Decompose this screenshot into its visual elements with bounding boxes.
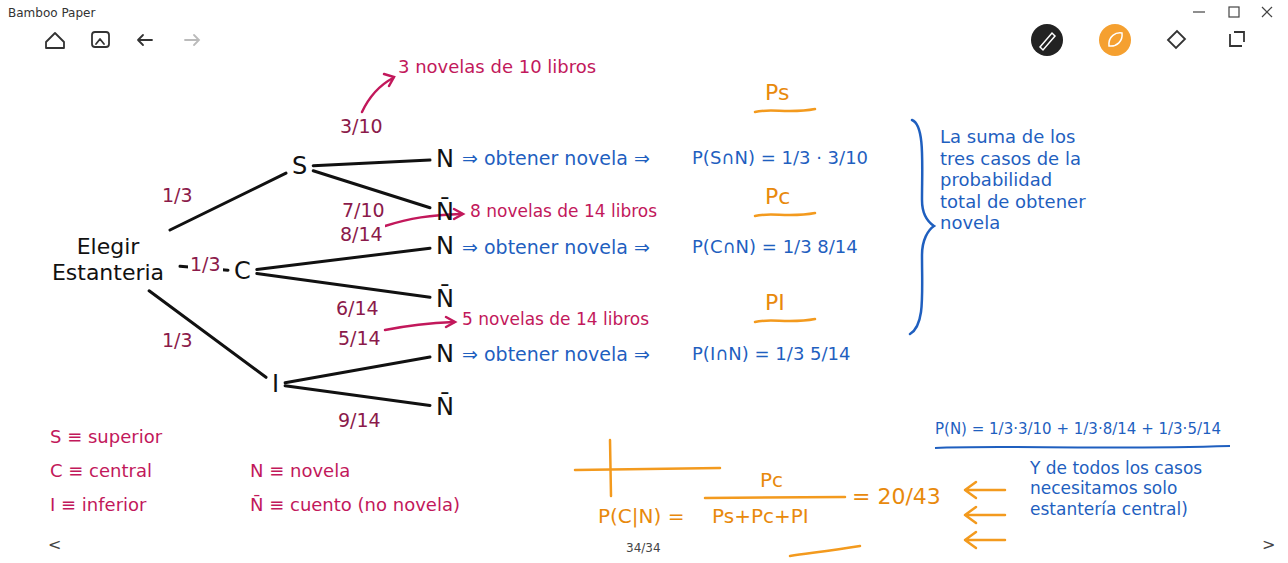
branch-probability: 5/14 (336, 328, 383, 349)
page-counter: 34/34 (626, 541, 661, 555)
blue-brace (910, 120, 934, 334)
pen-glyph (1040, 33, 1055, 50)
legend-definition: I ≡ inferior (50, 494, 146, 516)
tree-node: I (268, 368, 283, 401)
blue-note: ⇒ obtener novela ⇒ (462, 343, 650, 366)
tree-branch (257, 248, 430, 269)
result: = 20/43 (852, 484, 941, 510)
color-glyph (1109, 33, 1122, 46)
node-text: Elegir Estanteria (42, 234, 174, 287)
branch-probability: 1/3 (188, 254, 223, 275)
tree-node: N̄ (432, 283, 458, 316)
orange-strokes (575, 440, 860, 556)
blue-note: La suma de los tres casos de la probabil… (940, 126, 1090, 234)
tree-node: N (432, 230, 458, 263)
pen-tool (1031, 24, 1063, 56)
node-text: N̄ (436, 198, 454, 227)
prev-button: < (48, 535, 61, 554)
tree-node: C (230, 255, 255, 288)
legend-definition: N ≡ novela (250, 460, 350, 482)
tree-branch (285, 357, 430, 383)
formula: P(S∩N) = 1/3 · 3/10 (692, 147, 868, 169)
probability-name: Pc (765, 184, 790, 210)
blue-note: ⇒ obtener novela ⇒ (462, 236, 650, 259)
magenta-note: 5 novelas de 14 libros (462, 309, 649, 329)
branch-probability: 9/14 (336, 410, 383, 431)
formula: P(C∩N) = 1/3 8/14 (692, 236, 858, 258)
node-text: N̄ (436, 285, 454, 314)
eraser-tool (1168, 31, 1185, 48)
legend-definition: C ≡ central (50, 460, 152, 482)
formula: P(N) = 1/3·3/10 + 1/3·8/14 + 1/3·5/14 (935, 420, 1221, 438)
next-button: > (1262, 535, 1275, 554)
branch-probability: 8/14 (338, 224, 385, 245)
branch-probability: 7/10 (340, 200, 387, 221)
legend-definition: N̄ ≡ cuento (no novela) (250, 494, 460, 516)
formula: P(I∩N) = 1/3 5/14 (692, 343, 850, 365)
magenta-note: 8 novelas de 14 libros (470, 201, 657, 221)
tree-branch (257, 273, 430, 297)
legend-definition: S ≡ superior (50, 426, 162, 448)
magenta-note: 3 novelas de 10 libros (398, 56, 596, 78)
node-text: N (436, 145, 454, 174)
fraction-denominator: Ps+Pc+PI (712, 504, 809, 528)
node-text: N̄ (436, 393, 454, 422)
branch-probability: 1/3 (160, 185, 195, 206)
tree-node: N̄ (432, 391, 458, 424)
tree-node: S (288, 150, 311, 183)
node-text: N (436, 340, 454, 369)
tree-node: N (432, 143, 458, 176)
probability-name: Ps (765, 80, 789, 106)
blue-note: ⇒ obtener novela ⇒ (462, 147, 650, 170)
blue-underline (935, 446, 1230, 448)
node-text: C (234, 257, 251, 286)
node-text: N (436, 232, 454, 261)
node-text: S (292, 152, 307, 181)
color-tool (1099, 24, 1131, 56)
tree-branch (285, 386, 430, 406)
orange-underlines (755, 109, 815, 322)
tree-node: Elegir Estanteria (38, 232, 178, 289)
tree-node: N (432, 338, 458, 371)
orange-pointers (965, 482, 1005, 548)
blue-note: Y de todos los casos necesitamos solo es… (1030, 458, 1250, 519)
tree-branch (313, 160, 430, 166)
branch-probability: 3/10 (338, 116, 385, 137)
app-title: Bamboo Paper (8, 6, 95, 20)
tree-node: N̄ (432, 196, 458, 229)
node-text: I (272, 370, 279, 399)
toolbar-left (46, 32, 152, 48)
branch-probability: 1/3 (160, 330, 195, 351)
window-controls (1193, 7, 1272, 17)
redo-icon (185, 35, 199, 45)
probability-name: PI (765, 290, 785, 316)
branch-probability: 6/14 (334, 298, 381, 319)
fraction-numerator: Pc (760, 468, 783, 492)
formula: P(C|N) = (598, 504, 684, 528)
tree-branch (149, 291, 266, 378)
select-tool (1230, 32, 1244, 46)
